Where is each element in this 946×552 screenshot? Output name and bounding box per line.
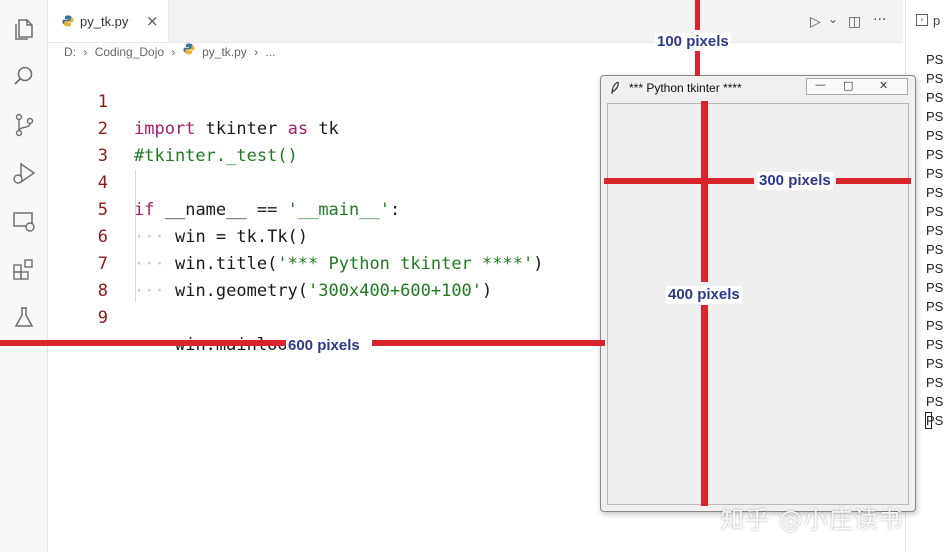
close-button[interactable]: ✕	[879, 79, 889, 92]
line-number: 3	[97, 146, 108, 166]
terminal-prompt: PS	[926, 223, 944, 238]
terminal-prompt: PS	[926, 204, 944, 219]
tab-py-tk[interactable]: py_tk.py ×	[48, 0, 169, 42]
width-label: 300 pixels	[757, 172, 833, 190]
terminal-prompt: PS	[926, 261, 944, 276]
left-offset-line	[0, 340, 286, 346]
line-number: 8	[97, 281, 108, 301]
terminal-prompt: PS	[926, 109, 944, 124]
source-control-icon[interactable]	[11, 112, 37, 138]
top-offset-line	[695, 0, 700, 30]
breadcrumb-file[interactable]: py_tk.py	[202, 44, 247, 59]
line-number: 9	[97, 308, 108, 328]
tab-label: py_tk.py	[80, 14, 129, 29]
terminal-prompt: PS	[926, 128, 944, 143]
terminal-icon[interactable]: ›	[916, 14, 928, 26]
line-number: 7	[97, 254, 108, 274]
extensions-icon[interactable]	[11, 256, 37, 282]
terminal-prompt: PS	[926, 71, 944, 86]
breadcrumb-drive[interactable]: D:	[64, 44, 76, 59]
run-button[interactable]: ▷	[810, 14, 821, 30]
code-line: 6 ··· win.title('*** Python tkinter ****…	[0, 197, 544, 274]
window-controls: — □ ✕	[806, 78, 908, 95]
tkinter-client-area	[607, 103, 909, 505]
maximize-button[interactable]: □	[843, 79, 854, 92]
terminal-prompt: PS	[926, 147, 944, 162]
python-file-icon	[183, 43, 195, 55]
terminal-prompt: PS	[926, 413, 944, 428]
terminal-prompt: PS	[926, 356, 944, 371]
terminal-prompt: PS	[926, 337, 944, 352]
width-line	[836, 178, 911, 184]
terminal-prompt: PS	[926, 394, 944, 409]
breadcrumb-separator: ›	[83, 44, 88, 59]
tab-bar	[48, 0, 903, 43]
line-number: 4	[97, 173, 108, 193]
terminal-prompt: PS	[926, 52, 944, 67]
activity-bar	[0, 0, 48, 552]
line-number: 1	[97, 92, 108, 112]
code-line: 1 import tkinter as tk	[0, 62, 339, 139]
height-line	[701, 305, 708, 506]
top-offset-line	[695, 50, 700, 76]
code-line: 8	[0, 251, 108, 301]
terminal-prompt: PS	[926, 299, 944, 314]
terminal-cursor	[925, 412, 932, 429]
left-offset-line	[372, 340, 605, 346]
indent-guide	[135, 170, 136, 302]
breadcrumb-separator: ›	[254, 44, 259, 59]
terminal-prompt: PS	[926, 242, 944, 257]
code-line: 9 ··· win.mainloop()	[0, 278, 319, 355]
terminal-prompt: PS	[926, 90, 944, 105]
watermark: 知乎 @小庄读书	[720, 506, 904, 534]
more-actions-button[interactable]: ···	[873, 12, 887, 28]
split-editor-button[interactable]: ◫	[848, 14, 862, 30]
top-offset-label: 100 pixels	[655, 33, 731, 51]
width-line	[604, 178, 754, 184]
terminal-prompt: PS	[926, 280, 944, 295]
testing-flask-icon[interactable]	[11, 304, 37, 330]
remote-explorer-icon[interactable]	[11, 208, 37, 234]
code-line: 4 if __name__ == '__main__':	[0, 143, 400, 220]
tab-close-button[interactable]: ×	[146, 12, 159, 30]
height-label: 400 pixels	[666, 286, 742, 304]
terminal-tab-label[interactable]: p	[933, 13, 941, 28]
search-icon[interactable]	[11, 63, 37, 89]
code-line: 2 #tkinter._test()	[0, 89, 298, 166]
terminal-prompt: PS	[926, 318, 944, 333]
breadcrumb-separator: ›	[171, 44, 176, 59]
tkinter-window-title: *** Python tkinter ****	[629, 81, 742, 95]
left-offset-label: 600 pixels	[286, 337, 362, 355]
minimize-button[interactable]: —	[815, 78, 826, 91]
breadcrumb-symbols[interactable]: ...	[265, 44, 276, 59]
height-line	[701, 101, 708, 282]
line-number: 2	[97, 119, 108, 139]
terminal-prompt: PS	[926, 166, 944, 181]
code-line: 5 ··· win = tk.Tk()	[0, 170, 308, 247]
terminal-prompt: PS	[926, 185, 944, 200]
explorer-icon[interactable]	[11, 16, 37, 42]
feather-icon	[611, 81, 619, 95]
python-file-icon	[62, 15, 74, 27]
run-dropdown-button[interactable]: ⌄	[828, 12, 839, 26]
breadcrumb: D: › Coding_Dojo › py_tk.py › ...	[64, 43, 276, 61]
code-line: 3	[0, 116, 108, 166]
code-line: 7 ··· win.geometry('300x400+600+100')	[0, 224, 493, 301]
line-number: 6	[97, 227, 108, 247]
line-number: 5	[97, 200, 108, 220]
terminal-prompt: PS	[926, 375, 944, 390]
breadcrumb-folder[interactable]: Coding_Dojo	[94, 44, 165, 59]
run-debug-icon[interactable]	[11, 160, 37, 186]
